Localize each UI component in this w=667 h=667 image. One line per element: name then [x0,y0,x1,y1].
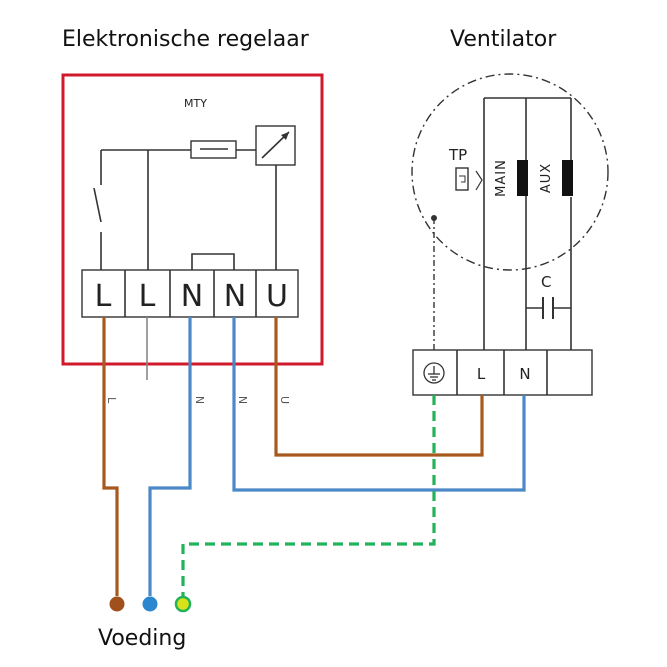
fan-terminal-label: L [477,365,486,383]
fan-title: Ventilator [450,27,557,52]
controller-border [61,73,324,366]
controller-title: Elektronische regelaar [62,27,310,52]
fan-terminal-label: N [519,365,530,383]
terminal-label: N [181,279,203,314]
terminal-label: N [224,279,246,314]
live-supply-wire [102,317,119,596]
ground-symbol-icon [423,362,445,384]
controller-internal-circuit [93,125,296,270]
fan-terminal-strip [412,349,593,396]
terminal-label: L [95,279,112,314]
switch-icon [93,187,102,223]
terminal-label: L [139,279,156,314]
fan-internal-circuit: MAIN AUX TP C [431,97,573,350]
neutral-supply-wire [148,317,192,596]
capacitor-label: C [541,273,551,291]
supply-neutral-dot [142,596,158,612]
wire-label: U [278,396,291,404]
thermal-protector-label: TP [448,146,467,164]
main-winding-label: MAIN [494,159,509,197]
supply-title: Voeding [98,626,186,651]
switched-live-wire [274,317,484,457]
wire-label: N [236,396,249,404]
main-winding-icon [517,160,528,196]
wire-label: L [105,397,118,404]
supply-earth-dot [174,595,192,613]
supply-live-dot [109,596,125,612]
wire-label: N [193,396,206,404]
aux-winding-icon [562,160,573,196]
terminal-label: U [266,279,288,314]
controller-model: MTY [184,97,207,110]
earth-wire [181,395,436,596]
neutral-fan-wire [232,317,526,492]
aux-winding-label: AUX [539,163,554,193]
fan-motor-circle [411,73,609,271]
thermal-protector-icon [455,167,469,191]
